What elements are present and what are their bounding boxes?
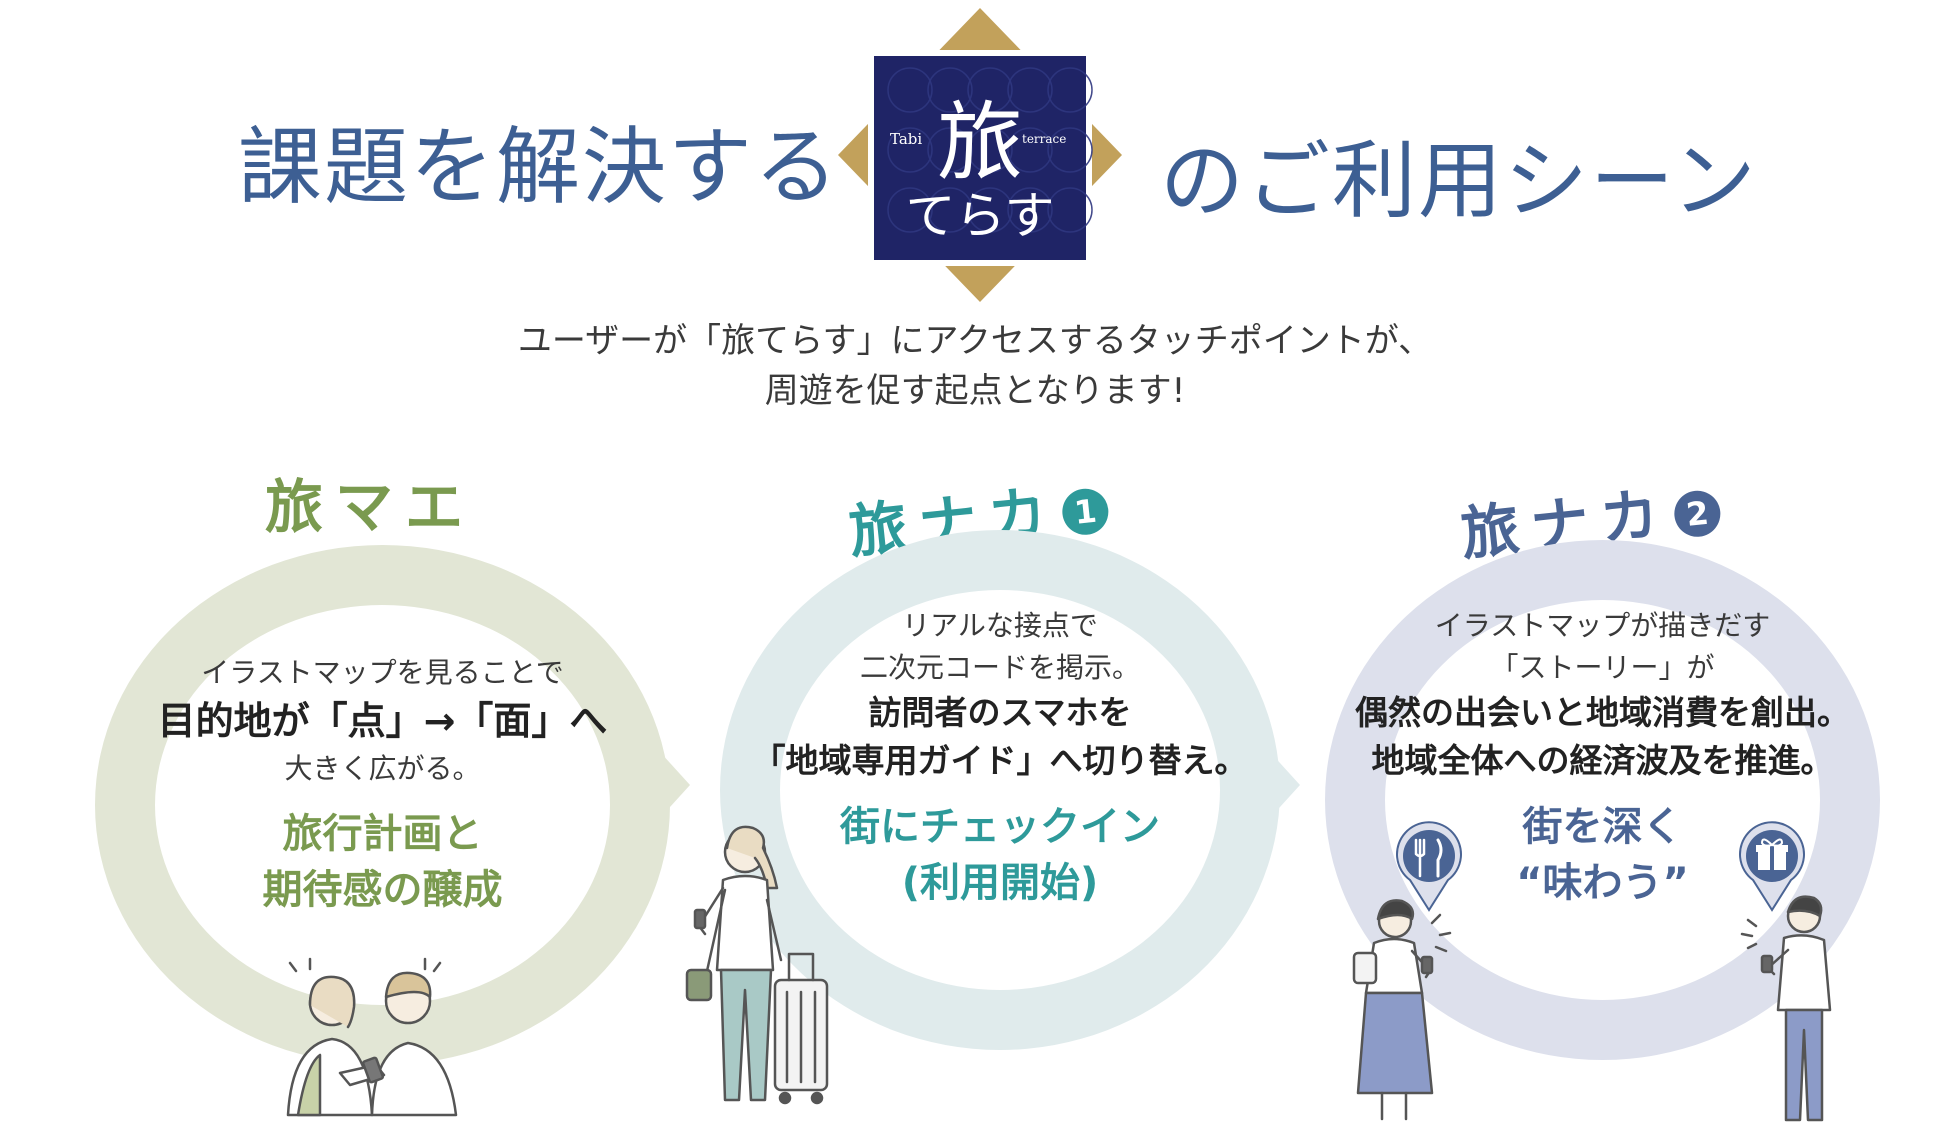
logo-kanji: 旅: [937, 93, 1023, 193]
traveler-illustration: [675, 820, 845, 1120]
phase-2-accent-2: (利用開始): [901, 860, 1099, 906]
phase-2-line-2: 二次元コードを掲示。: [859, 651, 1140, 684]
phase-1-after: 大きく広がる。: [284, 752, 481, 785]
phase-2-bold-2: 「地域専用ガイド」へ切り替え。: [752, 741, 1248, 780]
logo-kana: てらす: [905, 187, 1055, 245]
phase-3-text: イラストマップが描きだす 「ストーリー」が 偶然の出会いと地域消費を創出。 地域…: [1290, 605, 1915, 911]
ring-2-arrow: [1250, 730, 1300, 840]
intro-text: ユーザーが「旅てらす」にアクセスするタッチポイントが、 周遊を促す起点となります…: [0, 316, 1950, 416]
intro-line-2: 周遊を促す起点となります!: [764, 371, 1186, 411]
logo-latin-right: terrace: [1022, 132, 1067, 146]
man-with-phone-illustration: [1738, 890, 1848, 1130]
phase-3-bold-2: 地域全体への経済波及を推進。: [1371, 741, 1834, 780]
phase-3-line-2: 「ストーリー」が: [1490, 651, 1715, 684]
phase-2-line-1: リアルな接点で: [902, 609, 1098, 642]
phase-number-2-badge: 2: [1672, 488, 1723, 539]
phase-3-line-1: イラストマップが描きだす: [1434, 609, 1771, 642]
woman-with-phone-illustration: [1340, 895, 1465, 1130]
phase-2-text: リアルな接点で 二次元コードを掲示。 訪問者のスマホを 「地域専用ガイド」へ切り…: [700, 605, 1300, 911]
logo-latin-left: Tabi: [890, 130, 923, 148]
phase-title-1-text: 旅マエ: [265, 473, 476, 541]
headline-left: 課題を解決する: [238, 118, 841, 216]
couple-illustration: [270, 955, 470, 1120]
phase-1-line: イラストマップを見ることで: [201, 656, 564, 689]
phase-3-accent-2: “味わう”: [1516, 860, 1689, 906]
phase-1-accent-2: 期待感の醸成: [262, 867, 503, 913]
tabi-terrace-logo: 旅 てらす Tabi terrace: [830, 0, 1130, 310]
gift-icon: [1735, 820, 1809, 912]
phase-2-bold-1: 訪問者のスマホを: [868, 693, 1132, 732]
headline-right: のご利用シーン: [1160, 132, 1758, 230]
phase-3-bold-1: 偶然の出会いと地域消費を創出。: [1355, 693, 1850, 732]
restaurant-icon: [1392, 820, 1466, 912]
phase-2-accent-1: 街にチェックイン: [840, 804, 1160, 850]
phase-title-1: 旅マエ: [265, 460, 475, 544]
ring-1-arrow: [640, 730, 690, 840]
phase-3-accent-1: 街を深く: [1522, 804, 1683, 850]
phase-1-bold: 目的地が「点」→「面」へ: [157, 699, 608, 743]
phase-1-text: イラストマップを見ることで 目的地が「点」→「面」へ 大きく広がる。 旅行計画と…: [95, 652, 670, 918]
phase-number-1-badge: 1: [1060, 486, 1111, 537]
phase-1-accent-1: 旅行計画と: [282, 811, 483, 857]
intro-line-1: ユーザーが「旅てらす」にアクセスするタッチポイントが、: [517, 321, 1433, 361]
